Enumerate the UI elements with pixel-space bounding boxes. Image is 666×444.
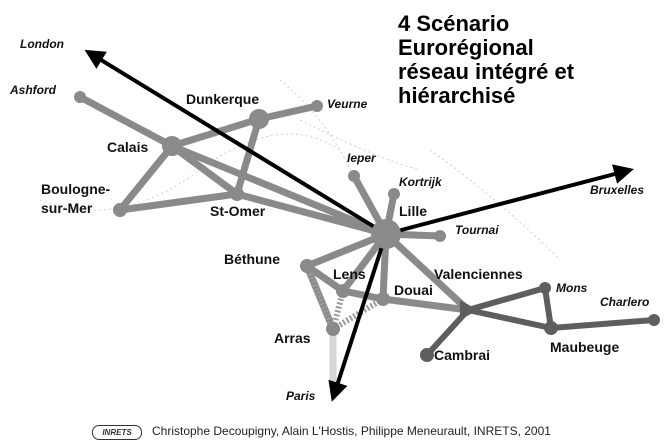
label-paris: Paris — [286, 389, 316, 403]
node-mons — [539, 282, 551, 294]
label-valenciennes: Valenciennes — [434, 266, 523, 282]
label-cambrai: Cambrai — [434, 347, 490, 363]
node-valenciennes — [460, 300, 478, 320]
nodes-dark — [420, 282, 660, 362]
link-dunkerque-stomer — [233, 115, 263, 198]
link-stomer-lille — [233, 190, 390, 238]
label-ieper: Ieper — [347, 151, 377, 165]
node-stomer — [230, 187, 244, 201]
node-kortrijk — [388, 188, 400, 200]
link-maubeuge-charleroi — [548, 317, 657, 331]
link-bethune-lens — [303, 262, 347, 295]
node-maubeuge — [544, 321, 558, 335]
label-boulogne-2: sur-Mer — [41, 200, 93, 216]
title-line-2: Eurorégional — [398, 35, 534, 60]
node-charleroi — [648, 314, 660, 326]
label-bethune: Béthune — [224, 251, 280, 267]
label-douai: Douai — [394, 282, 433, 298]
title-line-4: hiérarchisé — [398, 83, 516, 108]
city-labels: London Ashford Dunkerque Veurne Calais I… — [9, 37, 649, 403]
label-lens: Lens — [333, 266, 366, 282]
label-calais: Calais — [107, 139, 148, 155]
label-charleroi: Charlero — [600, 295, 649, 309]
node-tournai — [434, 230, 446, 242]
node-arras — [326, 322, 340, 336]
label-maubeuge: Maubeuge — [550, 339, 619, 355]
link-valenciennes-mons — [465, 285, 548, 313]
label-london: London — [20, 37, 64, 51]
node-bethune — [300, 259, 314, 273]
link-boulogne-stomer — [116, 190, 241, 214]
dotted-arras-douai — [331, 296, 385, 332]
node-veurne — [311, 100, 323, 112]
node-dunkerque — [249, 109, 269, 129]
label-bruxelles: Bruxelles — [590, 183, 644, 197]
axes-arrows — [84, 49, 634, 402]
node-boulogne — [113, 203, 127, 217]
arrow-bruxelles — [385, 164, 634, 236]
credit-line: Christophe Decoupigny, Alain L'Hostis, P… — [152, 424, 551, 438]
label-mons: Mons — [556, 281, 588, 295]
label-kortrijk: Kortrijk — [399, 175, 443, 189]
label-veurne: Veurne — [327, 97, 368, 111]
title-line-1: 4 Scénario — [398, 11, 510, 36]
node-lens — [336, 284, 350, 298]
link-valenciennes-maubeuge — [465, 307, 554, 331]
label-arras: Arras — [274, 330, 311, 346]
nodes — [74, 91, 446, 336]
diagram-title: 4 Scénario Eurorégional réseau intégré e… — [398, 12, 663, 108]
link-ashford-calais — [76, 93, 176, 150]
label-lille: Lille — [399, 203, 427, 219]
title-line-3: réseau intégré et — [398, 59, 575, 84]
node-douai — [376, 292, 390, 306]
label-ashford: Ashford — [9, 83, 57, 97]
label-tournai: Tournai — [455, 223, 499, 237]
label-dunkerque: Dunkerque — [186, 91, 259, 107]
link-douai-valenciennes — [379, 295, 472, 314]
inrets-logo: INRETS — [92, 425, 142, 440]
arrow-paris — [328, 233, 388, 402]
label-boulogne-1: Boulogne- — [41, 181, 111, 197]
link-calais-lille — [168, 142, 390, 238]
node-ashford — [74, 91, 86, 103]
node-cambrai — [420, 348, 434, 362]
node-calais — [162, 136, 182, 156]
node-ieper — [348, 170, 360, 182]
dotted-bethune-arras — [304, 264, 336, 331]
link-lille-valenciennes — [382, 230, 472, 314]
node-lille — [371, 219, 401, 249]
label-stomer: St-Omer — [210, 203, 266, 219]
arrow-london — [84, 49, 388, 236]
link-calais-dunkerque — [168, 115, 263, 150]
link-calais-boulogne — [116, 142, 176, 214]
